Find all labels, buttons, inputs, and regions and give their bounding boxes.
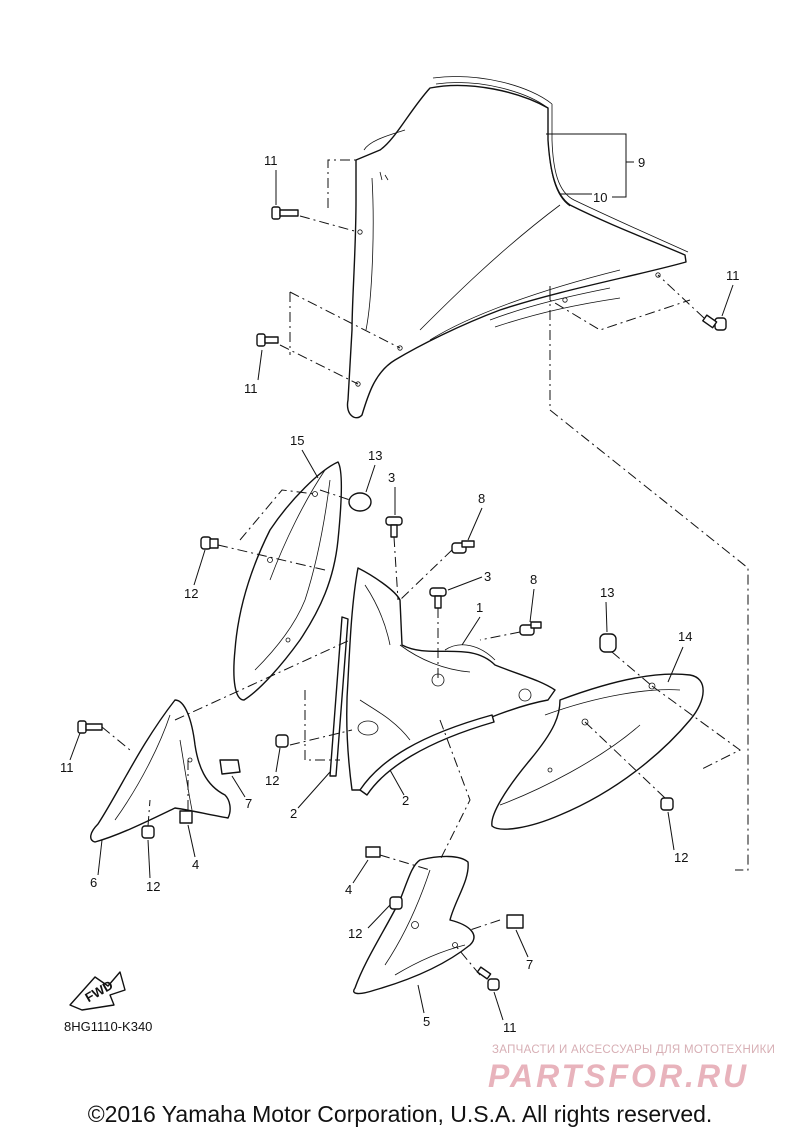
collar-12-left — [200, 536, 219, 550]
callout-14: 14 — [678, 629, 692, 644]
windscreen — [346, 76, 689, 419]
clip-7-left — [219, 759, 241, 775]
nut-4-left — [179, 810, 193, 824]
callout-11: 11 — [60, 760, 74, 775]
watermark-logo: PARTSFOR.RU — [488, 1058, 750, 1094]
diagram-code: 8HG1110-K340 — [64, 1019, 153, 1034]
callout-6: 6 — [90, 875, 97, 890]
callout-8: 8 — [478, 491, 485, 506]
collar-12-right-lower — [389, 896, 403, 910]
callout-7: 7 — [245, 796, 252, 811]
callout-15: 15 — [290, 433, 304, 448]
callout-12: 12 — [674, 850, 688, 865]
callout-4: 4 — [192, 857, 199, 872]
callout-2: 2 — [290, 806, 297, 821]
callout-12: 12 — [348, 926, 362, 941]
screw-11-mid-left — [256, 333, 279, 347]
collar-12-left-lower — [141, 825, 155, 839]
callout-7: 7 — [526, 957, 533, 972]
screw-3-upper — [385, 516, 403, 538]
cowl-bracket-1 — [346, 567, 556, 791]
side-panel-14 — [491, 673, 704, 830]
collar-12-mid — [275, 734, 289, 748]
grommet-13-right — [599, 633, 617, 653]
callout-10: 10 — [593, 190, 607, 205]
seal-strip-2-right — [359, 714, 495, 796]
callout-9: 9 — [638, 155, 645, 170]
bolt-8-upper — [451, 540, 475, 554]
screw-11-left-lower — [77, 720, 103, 734]
callout-13: 13 — [600, 585, 614, 600]
callout-12: 12 — [146, 879, 160, 894]
bolt-8-lower — [519, 621, 542, 636]
clip-7-right — [506, 914, 524, 929]
fwd-arrow-icon: FWD — [69, 971, 126, 1011]
callout-12: 12 — [265, 773, 279, 788]
callout-11: 11 — [726, 268, 740, 283]
watermark-tagline: ЗАПЧАСТИ И АКСЕССУАРЫ ДЛЯ МОТОТЕХНИКИ — [492, 1044, 776, 1056]
callout-8: 8 — [530, 572, 537, 587]
lower-fairing-5 — [353, 855, 475, 995]
collar-12-right — [660, 797, 674, 811]
callout-11: 11 — [264, 153, 278, 168]
screw-3-lower — [429, 587, 447, 609]
screw-11-upper-left — [271, 206, 299, 220]
grommet-13-upper — [348, 492, 372, 512]
callout-11: 11 — [503, 1020, 517, 1035]
callout-13: 13 — [368, 448, 382, 463]
callout-3: 3 — [388, 470, 395, 485]
copyright-notice: ©2016 Yamaha Motor Corporation, U.S.A. A… — [87, 1101, 713, 1127]
callout-12: 12 — [184, 586, 198, 601]
inner-panel-15 — [233, 461, 343, 701]
callout-1: 1 — [476, 600, 483, 615]
seal-strip-2-left — [329, 616, 349, 777]
nut-4-right — [365, 846, 381, 858]
callout-3: 3 — [484, 569, 491, 584]
callout-2: 2 — [402, 793, 409, 808]
lower-fairing-6 — [90, 699, 231, 843]
callout-11: 11 — [244, 381, 258, 396]
screw-11-right-lower — [476, 966, 500, 991]
screw-11-right — [702, 314, 727, 331]
callout-5: 5 — [423, 1014, 430, 1029]
callout-4: 4 — [345, 882, 352, 897]
